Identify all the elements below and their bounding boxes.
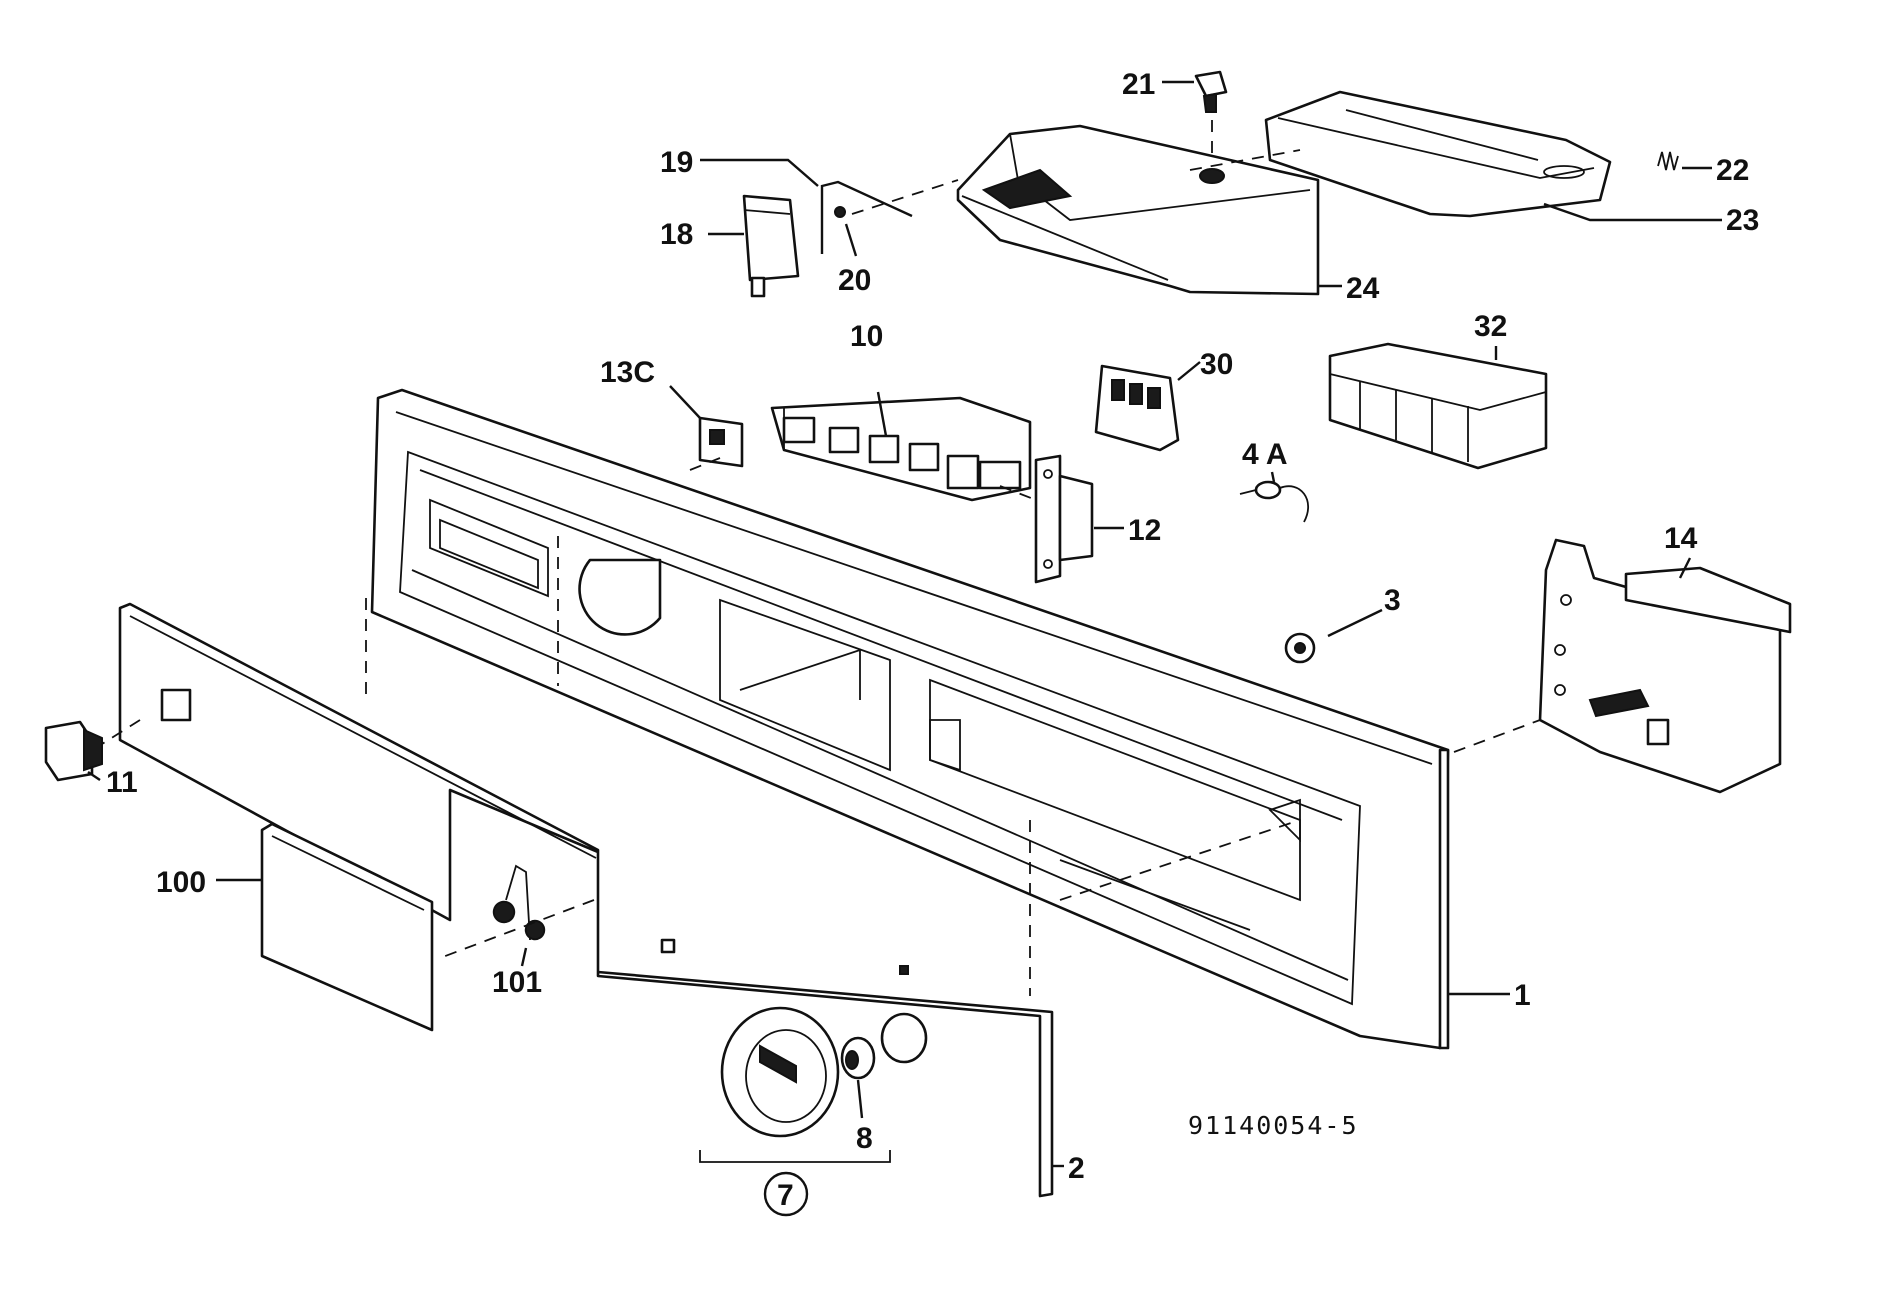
lamp: [1239, 480, 1310, 523]
terminal-block: [1328, 342, 1548, 470]
bent-rod: [820, 180, 913, 254]
label-19: 19: [660, 146, 693, 179]
screw: [834, 206, 846, 218]
fascia-window: [160, 688, 192, 722]
label-3: 3: [1384, 584, 1401, 617]
terminal-connector: [1094, 364, 1180, 452]
drawing-code: 91140054-5: [1188, 1111, 1359, 1140]
label-4a: 4 A: [1242, 438, 1288, 471]
top-clip: [1194, 70, 1228, 113]
relay: [742, 194, 800, 298]
dispenser-housing: [956, 124, 1320, 296]
label-21: 21: [1122, 68, 1155, 101]
control-panel-frame: [370, 388, 1450, 1050]
label-13c: 13C: [600, 356, 655, 389]
label-32: 32: [1474, 310, 1507, 343]
label-2: 2: [1068, 1152, 1085, 1185]
grommet: [1284, 632, 1316, 664]
label-14: 14: [1664, 522, 1698, 555]
label-23: 23: [1726, 204, 1759, 237]
label-24: 24: [1346, 272, 1380, 305]
label-100: 100: [156, 866, 206, 899]
side-switch: [44, 720, 103, 782]
knob-insert: [840, 1012, 928, 1080]
small-clip: [698, 416, 744, 468]
front-fascia-panel: [118, 602, 1054, 1198]
connector-bracket: [1034, 454, 1094, 584]
leader-lines: [87, 80, 1722, 1168]
timer-unit: [1538, 538, 1792, 794]
label-7: 7: [777, 1179, 794, 1212]
spring-clip: [492, 864, 546, 941]
label-18: 18: [660, 218, 693, 251]
switch-block: [770, 396, 1032, 502]
label-22: 22: [1716, 154, 1749, 187]
spring: [1657, 151, 1679, 171]
label-101: 101: [492, 966, 542, 999]
label-12: 12: [1128, 514, 1161, 547]
label-7-circle: [763, 1171, 809, 1217]
label-1: 1: [1514, 979, 1531, 1012]
label-11: 11: [106, 766, 138, 799]
assembly-lines: [101, 120, 1541, 996]
dispenser-lid: [1264, 90, 1612, 218]
part-labels: 1 2 3 4 A 7 8 10 11 12 13C 14 18 19 20 2…: [106, 68, 1759, 1217]
door-plate: [260, 822, 434, 1032]
knob-assembly: [699, 1006, 891, 1163]
label-30: 30: [1200, 348, 1233, 381]
label-20: 20: [838, 264, 871, 297]
label-10: 10: [850, 320, 883, 353]
label-8: 8: [856, 1122, 873, 1155]
